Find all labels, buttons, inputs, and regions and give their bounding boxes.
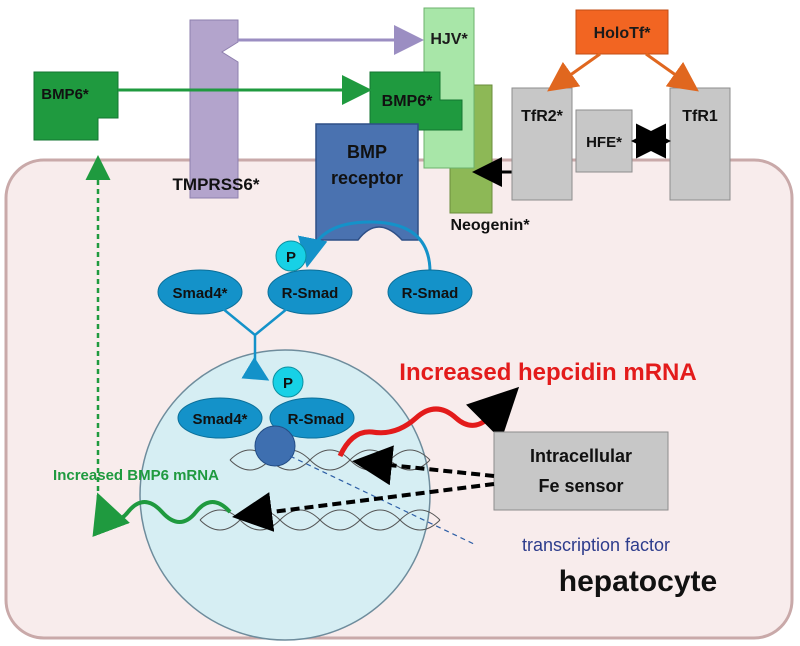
smad4-ellipse <box>157 269 243 315</box>
rsmad-ellipse <box>267 269 353 315</box>
tfr1-receptor <box>669 87 731 201</box>
nuclear-translocation-arrow <box>241 356 270 381</box>
fe-sensor-label-2: Fe sensor <box>538 476 623 496</box>
hepatocyte-label: hepatocyte <box>559 565 717 598</box>
bmp6-mrna-label: Increased BMP6 mRNA <box>53 467 219 484</box>
bmp6-free-label: BMP6* <box>41 86 89 103</box>
bmp-receptor-label-1: BMP <box>347 142 387 162</box>
rsmad-free-label: R-Smad <box>402 285 459 302</box>
phospho-nucleus-label: P <box>283 375 293 392</box>
rsmad-free-ellipse <box>387 269 473 315</box>
transcription-factor-leader <box>289 455 477 546</box>
phospho-top <box>275 240 307 272</box>
hepcidin-mrna-wave <box>337 386 520 458</box>
rsmad-nucleus-ellipse <box>269 397 355 439</box>
smad4-top-label: Smad4* <box>172 285 227 302</box>
tmprss6-label: TMPRSS6* <box>173 175 260 194</box>
smad4-nucleus-label: Smad4* <box>192 411 247 428</box>
tmprss6-protein <box>189 19 239 199</box>
bmp-receptor <box>315 123 419 241</box>
neogenin-label: Neogenin* <box>450 217 530 234</box>
transcription-factor-blob <box>254 425 296 467</box>
tfr2-receptor <box>511 87 573 201</box>
phospho-nucleus <box>272 366 304 398</box>
bmp-receptor-label-2: receptor <box>331 168 403 188</box>
fe-sensor-box <box>493 431 669 511</box>
phospho-top-label: P <box>286 249 296 266</box>
bmp6-free <box>33 71 119 141</box>
fe-sensor-hepcidin-arrow <box>352 445 495 486</box>
phosphorylation-arrow <box>298 220 432 273</box>
hepcidin-mrna-label: Increased hepcidin mRNA <box>399 359 696 386</box>
holotf-box <box>575 9 669 55</box>
rsmad-nucleus-label: R-Smad <box>288 411 345 428</box>
hfe-label: HFE* <box>586 134 622 151</box>
bmp6-bound-label: BMP6* <box>382 93 433 110</box>
hjv-label: HJV* <box>430 31 468 48</box>
holotf-label: HoloTf* <box>594 25 652 42</box>
holotf-tfr2-arrow <box>547 52 601 92</box>
rsmad-top-label: R-Smad <box>282 285 339 302</box>
fe-sensor-label-1: Intracellular <box>530 446 632 466</box>
smad4-nucleus-ellipse <box>177 397 263 439</box>
bmp6-mrna-wave <box>92 492 232 537</box>
holotf-tfr1-arrow <box>645 52 699 92</box>
fe-sensor-bmp6-arrow <box>232 482 495 532</box>
transcription-factor-label: transcription factor <box>522 535 670 555</box>
tfr1-label: TfR1 <box>682 108 718 125</box>
tfr2-label: TfR2* <box>521 108 564 125</box>
